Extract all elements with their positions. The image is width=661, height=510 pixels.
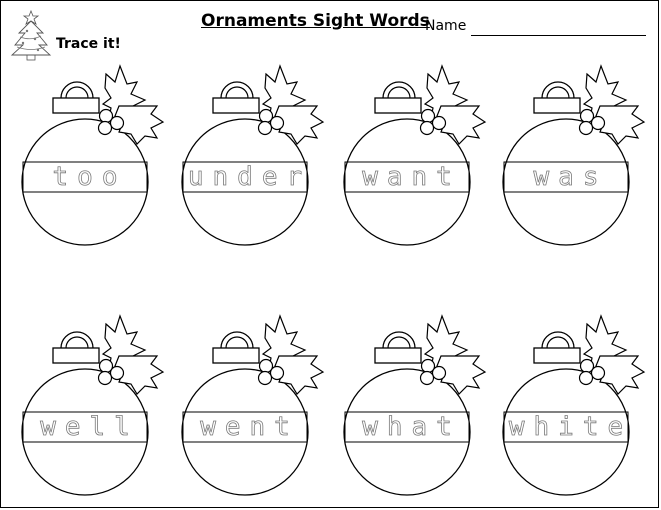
ornament-outline <box>343 314 487 496</box>
trace-word[interactable]: what <box>362 412 461 443</box>
ornament-want: want <box>333 56 503 256</box>
ornament-outline <box>181 64 325 246</box>
trace-word[interactable]: was <box>533 162 608 193</box>
christmas-tree-icon <box>10 9 52 61</box>
ornament-white: white <box>492 306 661 506</box>
ornament-outline <box>21 314 165 496</box>
ornament-too: too <box>11 56 181 256</box>
trace-word[interactable]: under <box>187 162 312 193</box>
ornament-outline <box>181 314 325 496</box>
ornament-outline <box>502 64 646 246</box>
ornament-outline <box>21 64 165 246</box>
trace-word[interactable]: well <box>40 412 139 443</box>
page-title: Ornaments Sight Words <box>201 11 430 31</box>
ornament-outline <box>502 314 646 496</box>
name-label: Name <box>425 18 467 34</box>
name-write-line[interactable] <box>471 35 646 36</box>
instruction-label: Trace it! <box>56 36 121 52</box>
ornament-under: under <box>171 56 341 256</box>
ornament-what: what <box>333 306 503 506</box>
trace-word[interactable]: went <box>200 412 299 443</box>
trace-word[interactable]: white <box>508 412 633 443</box>
ornament-well: well <box>11 306 181 506</box>
trace-word[interactable]: want <box>362 162 461 193</box>
trace-word[interactable]: too <box>52 162 127 193</box>
ornament-went: went <box>171 306 341 506</box>
ornament-was: was <box>492 56 661 256</box>
ornament-outline <box>343 64 487 246</box>
